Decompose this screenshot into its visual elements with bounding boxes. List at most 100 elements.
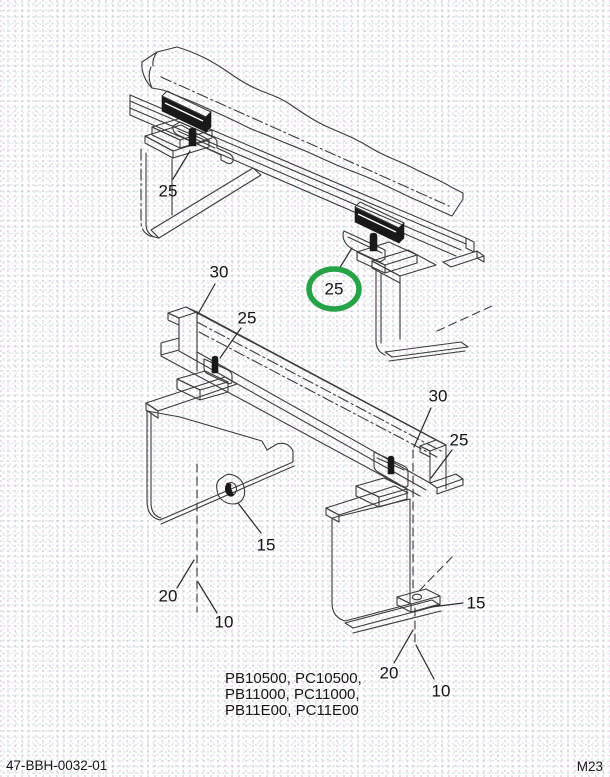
mounting-plate xyxy=(396,588,441,613)
leader-line xyxy=(338,247,353,270)
grommet xyxy=(216,473,246,505)
callouts: 25 30 25 30 25 15 20 10 15 20 10 xyxy=(159,150,486,701)
left-end-foot xyxy=(160,337,180,356)
leader-line xyxy=(393,629,414,664)
upper-left-crossmember xyxy=(140,124,262,239)
wear-strip-highlight xyxy=(164,102,204,122)
clamp-bracket xyxy=(203,358,233,385)
spacer-block-face xyxy=(378,488,408,508)
spacer-block-face xyxy=(356,251,386,274)
flange-lip xyxy=(325,507,340,523)
clamp-bracket-line xyxy=(177,130,216,149)
web-edge xyxy=(375,269,386,356)
highlighted-callout[interactable]: 25 xyxy=(306,266,362,312)
callout-30-lower-left[interactable]: 30 xyxy=(210,263,229,282)
alignment-phantom-lines xyxy=(196,449,453,648)
lower-mounting-rail xyxy=(160,306,464,497)
applicability-line: PB10500, PC10500, xyxy=(225,670,362,687)
wear-strip-end xyxy=(398,222,405,244)
flange-top xyxy=(325,485,409,516)
stud xyxy=(387,455,395,475)
rail-edge xyxy=(196,311,447,446)
bottom-flange xyxy=(344,599,441,629)
spacer-block xyxy=(355,477,408,498)
web-edge-phantom xyxy=(140,148,151,237)
leader-line xyxy=(197,581,218,614)
lower-assembly xyxy=(145,306,464,648)
spacer-block-face xyxy=(384,254,418,274)
plate-face xyxy=(410,595,441,613)
highlight-ring[interactable] xyxy=(306,266,362,312)
rail-hidden-edge xyxy=(196,321,442,452)
stud xyxy=(369,232,378,252)
lower-left-mount xyxy=(176,355,233,401)
upper-assembly xyxy=(129,46,493,362)
leader-line xyxy=(415,644,435,680)
leader-line xyxy=(176,559,195,589)
bottom-flange xyxy=(384,341,469,358)
lower-right-mount xyxy=(355,451,409,508)
callout-30-lower-right[interactable]: 30 xyxy=(429,387,448,406)
torn-edge-line xyxy=(152,51,158,67)
lower-left-crossmember xyxy=(145,376,295,525)
callout-10-right[interactable]: 10 xyxy=(432,682,451,701)
callout-25-lower-left[interactable]: 25 xyxy=(238,309,257,328)
flange-top xyxy=(145,376,238,412)
rail-hidden-edge xyxy=(198,331,438,458)
angle-right-end xyxy=(465,237,475,253)
callout-20-right[interactable]: 20 xyxy=(380,664,399,683)
web-face xyxy=(331,498,411,622)
rail-edge xyxy=(178,350,427,491)
callout-10-left[interactable]: 10 xyxy=(215,613,234,632)
leader-line xyxy=(197,283,216,315)
web-edge xyxy=(145,152,155,238)
web-edge xyxy=(150,412,162,519)
right-end-foot-lip xyxy=(436,478,464,495)
angle-edge xyxy=(129,107,462,251)
grommet-shadow xyxy=(225,482,235,497)
angle-right-flange-lip xyxy=(476,250,485,263)
page-reference: M23 xyxy=(577,759,603,774)
stud xyxy=(188,127,197,147)
rail-edge xyxy=(160,355,421,497)
clamp-bracket xyxy=(342,230,386,263)
upper-right-mount xyxy=(342,201,418,274)
applicability-note: PB10500, PC10500, PB11000, PC11000, PB11… xyxy=(225,670,362,719)
clamp-bracket xyxy=(373,451,409,488)
flange-lip xyxy=(144,135,174,159)
callout-20-left[interactable]: 20 xyxy=(159,587,178,606)
callout-25-circled[interactable]: 25 xyxy=(325,280,344,299)
upper-left-mount xyxy=(151,90,234,165)
leader-line xyxy=(413,407,432,448)
grommet-body xyxy=(216,473,246,505)
flange-lip xyxy=(145,402,159,419)
phantom-line xyxy=(418,556,453,592)
wear-strip-highlight xyxy=(357,213,397,233)
leader-line xyxy=(237,502,262,534)
web-face xyxy=(146,410,294,521)
spacer-block-face xyxy=(199,381,229,401)
lower-right-crossmember xyxy=(325,485,442,634)
leader-line xyxy=(430,602,464,608)
upper-right-channel xyxy=(371,249,493,362)
footer: 47-BBH-0032-01 M23 xyxy=(6,758,603,774)
torn-edge-line xyxy=(148,66,153,89)
rail-outline xyxy=(141,46,464,217)
plate-top xyxy=(396,588,441,605)
callout-15-plate[interactable]: 15 xyxy=(467,594,486,613)
left-end-flange xyxy=(167,306,198,319)
frame-rail-torn-section xyxy=(141,46,464,217)
clamp-bracket xyxy=(172,121,234,165)
wear-strip-end xyxy=(205,111,212,133)
callout-25-upper[interactable]: 25 xyxy=(159,182,178,201)
plate-hole xyxy=(411,593,423,601)
callout-15-grommet[interactable]: 15 xyxy=(257,536,276,555)
bottom-lip xyxy=(352,610,442,634)
leader-line xyxy=(172,150,191,180)
callout-25-lower-right[interactable]: 25 xyxy=(450,431,469,450)
leader-line xyxy=(219,327,242,359)
applicability-line: PB11000, PC11000, xyxy=(225,686,360,703)
leader-line xyxy=(430,449,453,479)
figure-number: 47-BBH-0032-01 xyxy=(6,758,107,773)
rail-centerline xyxy=(160,76,450,207)
